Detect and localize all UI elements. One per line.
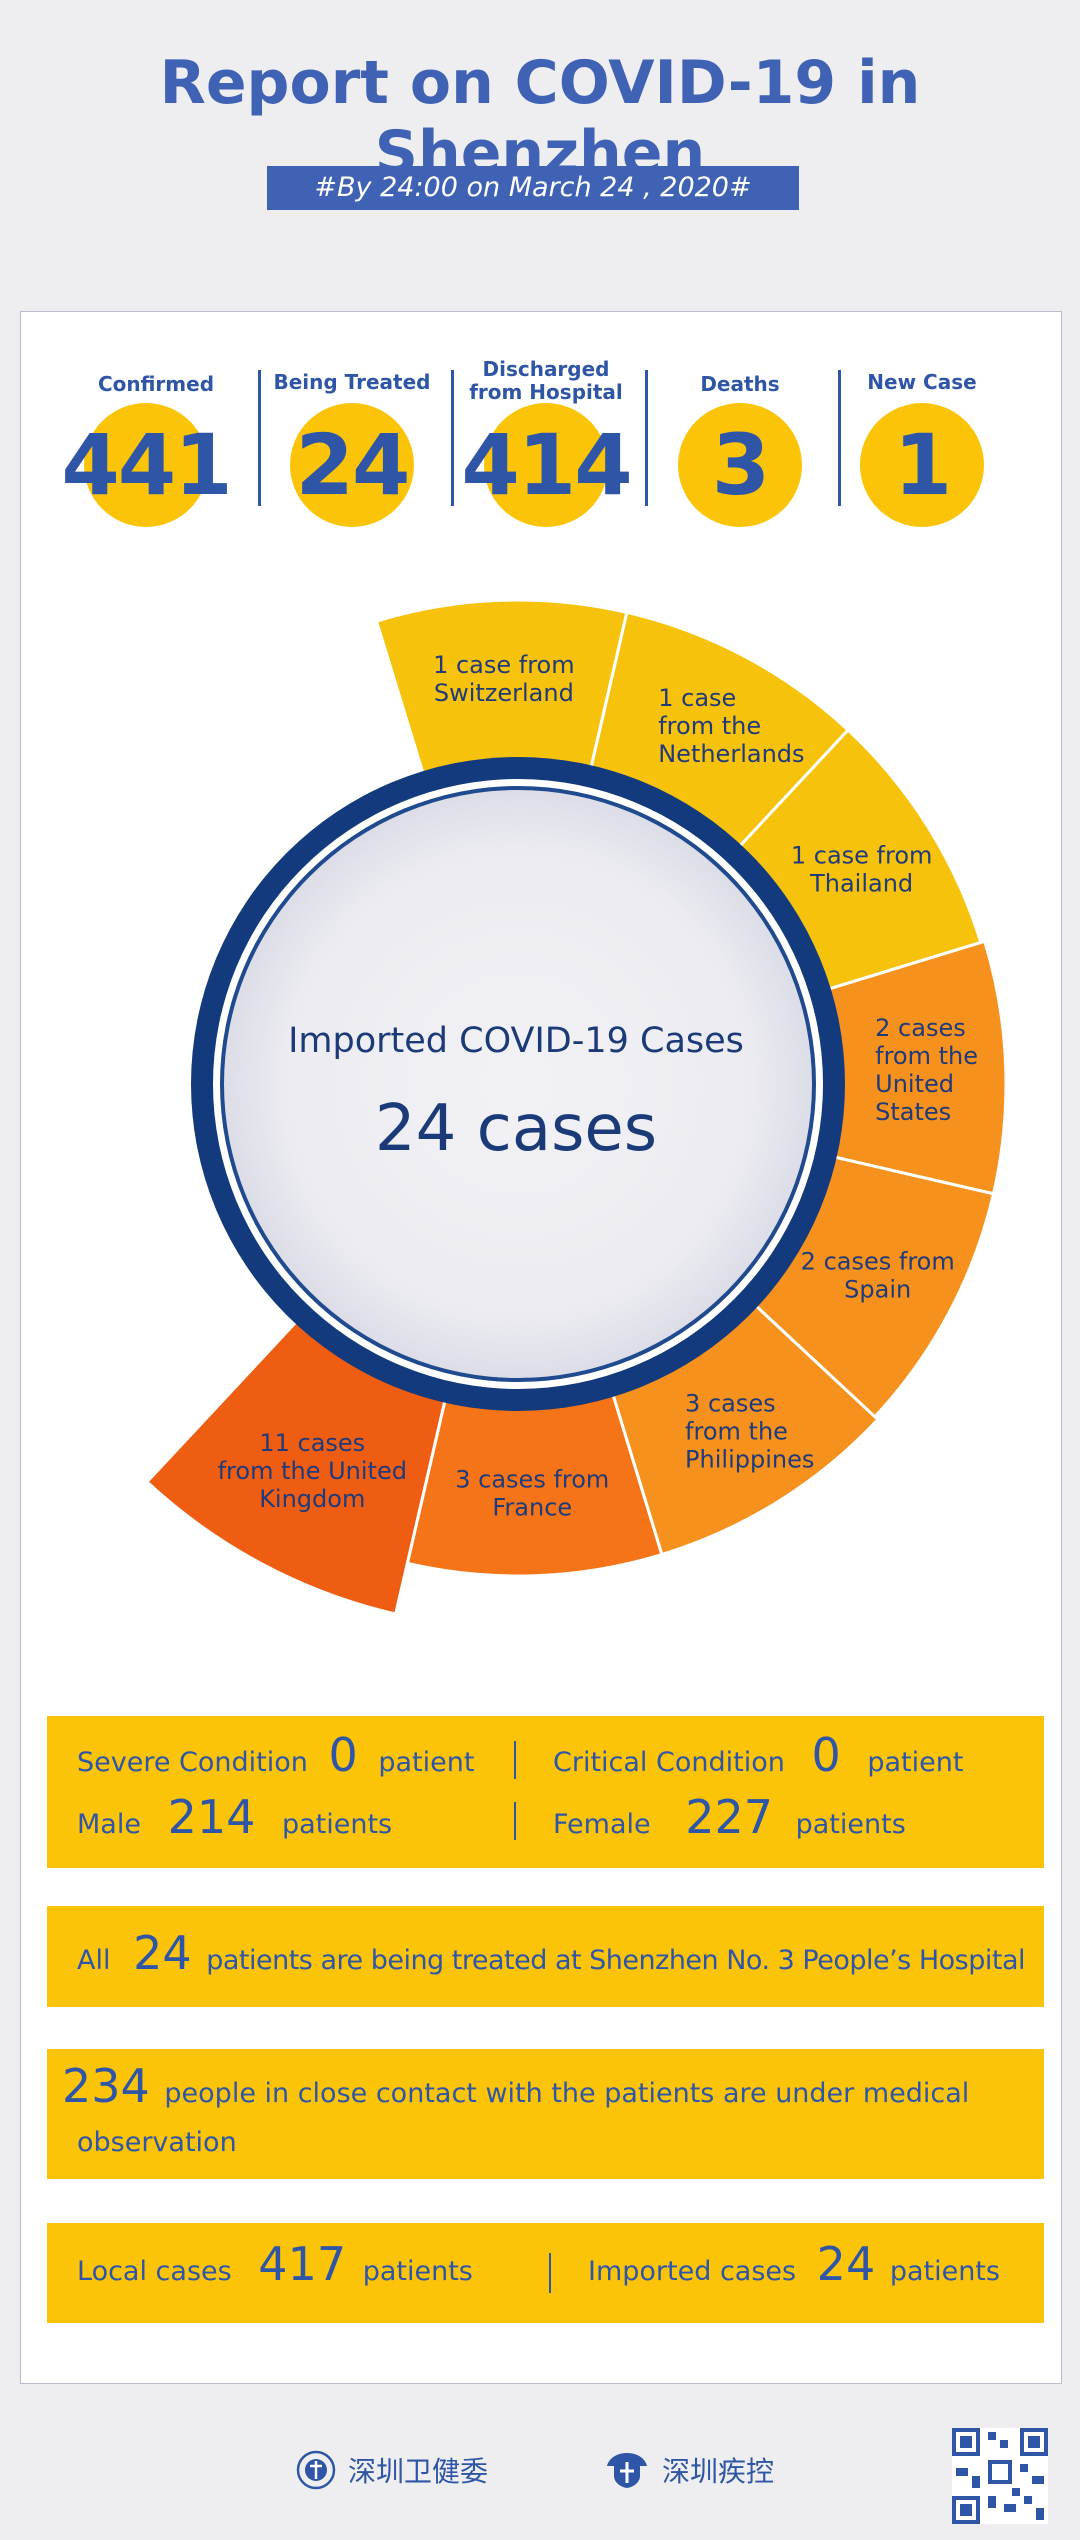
severe-unit: patient — [378, 1747, 475, 1778]
treatment-row: All 24 patients are being treated at She… — [77, 1926, 1025, 1980]
close-contacts-panel: 234 people in close contact with the pat… — [47, 2049, 1044, 2179]
female-value: 227 — [685, 1790, 774, 1844]
stat-value: 24 — [295, 416, 411, 514]
stat-value: 3 — [711, 416, 770, 514]
treatment-text: patients are being treated at Shenzhen N… — [206, 1945, 1025, 1976]
stats-row: Confirmed 441 Being Treated 24 Discharge… — [0, 300, 1080, 560]
condition-divider — [514, 1741, 516, 1779]
health-commission-name: 深圳卫健委 — [348, 2455, 489, 2488]
contacts-value: 234 — [62, 2059, 150, 2113]
page-title: Report on COVID-19 in Shenzhen — [159, 48, 921, 188]
imported-value: 24 — [816, 2237, 876, 2291]
male-value: 214 — [167, 1790, 256, 1844]
condition-panel: Severe Condition 0 patient Male 214 pati… — [47, 1716, 1044, 1868]
stat-divider — [838, 370, 841, 506]
stat-label: Confirmed — [97, 372, 215, 396]
imported-label: Imported cases — [588, 2256, 797, 2287]
stat-value: 441 — [61, 416, 232, 514]
male-row: Male 214 patients — [77, 1790, 392, 1844]
severe-label: Severe Condition — [77, 1747, 308, 1778]
stat-label: Being Treated — [273, 370, 431, 394]
treatment-panel: All 24 patients are being treated at She… — [47, 1906, 1044, 2007]
male-unit: patients — [281, 1809, 393, 1840]
contacts-text: people in close contact with the patient… — [164, 2078, 970, 2109]
chart-total: 24 cases — [375, 1092, 657, 1166]
stat-label: Discharged from Hospital — [469, 357, 623, 404]
imported-row: Imported cases 24 patients — [588, 2237, 1000, 2291]
critical-row: Critical Condition 0 patient — [553, 1728, 963, 1782]
critical-label: Critical Condition — [553, 1747, 785, 1778]
male-label: Male — [77, 1809, 141, 1840]
origin-divider — [549, 2253, 551, 2293]
stat-divider — [645, 370, 648, 506]
critical-unit: patient — [867, 1747, 964, 1778]
chart-title: Imported COVID-19 Cases — [288, 1021, 744, 1061]
stat-circle — [678, 403, 802, 527]
qr-code-icon — [952, 2428, 1048, 2524]
stat-divider — [258, 370, 261, 506]
condition-divider — [514, 1802, 516, 1840]
stat-value: 1 — [893, 416, 952, 514]
stat-circle — [860, 403, 984, 527]
cdc-emblem-icon — [607, 2453, 647, 2488]
stat-divider — [451, 370, 454, 506]
health-commission-emblem-icon — [296, 2450, 336, 2490]
stat-circle — [484, 403, 608, 527]
severe-value: 0 — [328, 1728, 358, 1782]
critical-value: 0 — [811, 1728, 841, 1782]
female-row: Female 227 patients — [553, 1790, 906, 1844]
local-unit: patients — [362, 2256, 473, 2287]
local-label: Local cases — [77, 2256, 232, 2287]
contacts-row: 234 people in close contact with the pat… — [62, 2059, 969, 2113]
treatment-value: 24 — [133, 1926, 192, 1980]
female-unit: patients — [795, 1809, 906, 1840]
stat-value: 414 — [461, 416, 632, 514]
stat-circle — [84, 403, 208, 527]
severe-row: Severe Condition 0 patient — [77, 1728, 474, 1782]
imported-unit: patients — [889, 2256, 1000, 2287]
local-row: Local cases 417 patients — [77, 2237, 473, 2291]
stat-label: Deaths — [700, 372, 780, 396]
contacts-row-2: observation — [77, 2127, 237, 2158]
stat-circle — [290, 403, 414, 527]
stat-label: New Case — [867, 370, 977, 394]
imported-cases-chart: Imported COVID-19 Cases 24 cases 1 case … — [146, 600, 1006, 1615]
treatment-prefix: All — [77, 1945, 111, 1976]
health-commission-logo: 深圳卫健委 — [296, 2450, 488, 2490]
local-value: 417 — [258, 2237, 347, 2291]
cdc-name: 深圳疾控 — [662, 2455, 775, 2488]
female-label: Female — [553, 1809, 651, 1840]
cdc-logo: 深圳疾控 — [604, 2450, 774, 2490]
report-date-banner: #By 24:00 on March 24 , 2020# — [267, 166, 799, 210]
case-origin-panel: Local cases 417 patients Imported cases … — [47, 2223, 1044, 2323]
chart-center — [224, 790, 812, 1378]
